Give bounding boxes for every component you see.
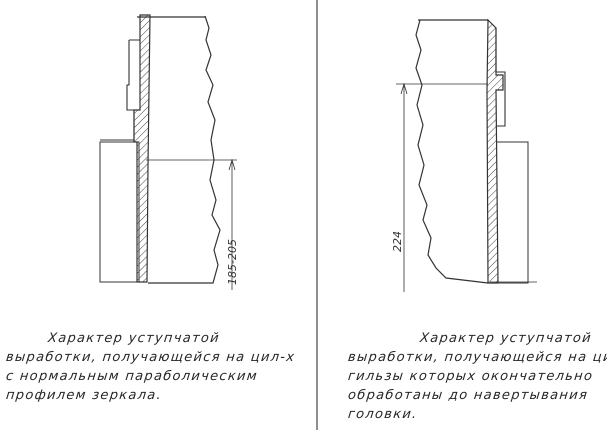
- left-caption-line-3: с нормальным параболическим: [5, 369, 259, 384]
- right-cylinder-section: [396, 18, 537, 292]
- left-upper-profile: [126, 40, 135, 142]
- left-caption-line-4: профилем зеркала.: [5, 388, 163, 403]
- right-upper-profile: [495, 28, 506, 127]
- left-dim-arrow: [228, 158, 236, 171]
- right-dimension-label: 224: [391, 231, 404, 252]
- left-caption-line-1: Характер уступчатой: [47, 331, 221, 346]
- right-break-line: [415, 19, 489, 284]
- right-dim-arrow: [400, 82, 408, 95]
- right-block-outline: [497, 141, 529, 284]
- left-dimension-label: 185-205: [226, 239, 239, 285]
- right-caption-line-2: выработки, получающейся на цил.: [347, 350, 607, 365]
- left-break-line: [148, 15, 221, 284]
- right-caption-line-4: обработаны до навертывания: [347, 388, 589, 403]
- left-block-outline: [99, 141, 140, 283]
- right-caption-line-3: гильзы которых окончательно: [347, 369, 595, 384]
- right-caption-line-5: головки.: [347, 407, 419, 422]
- right-caption-line-1: Характер уступчатой: [419, 331, 593, 346]
- left-caption-line-2: выработки, получающейся на цил-х: [5, 350, 297, 365]
- right-cylinder-wall: [486, 18, 504, 284]
- left-cylinder-wall: [133, 14, 151, 283]
- left-cylinder-section: [99, 14, 237, 290]
